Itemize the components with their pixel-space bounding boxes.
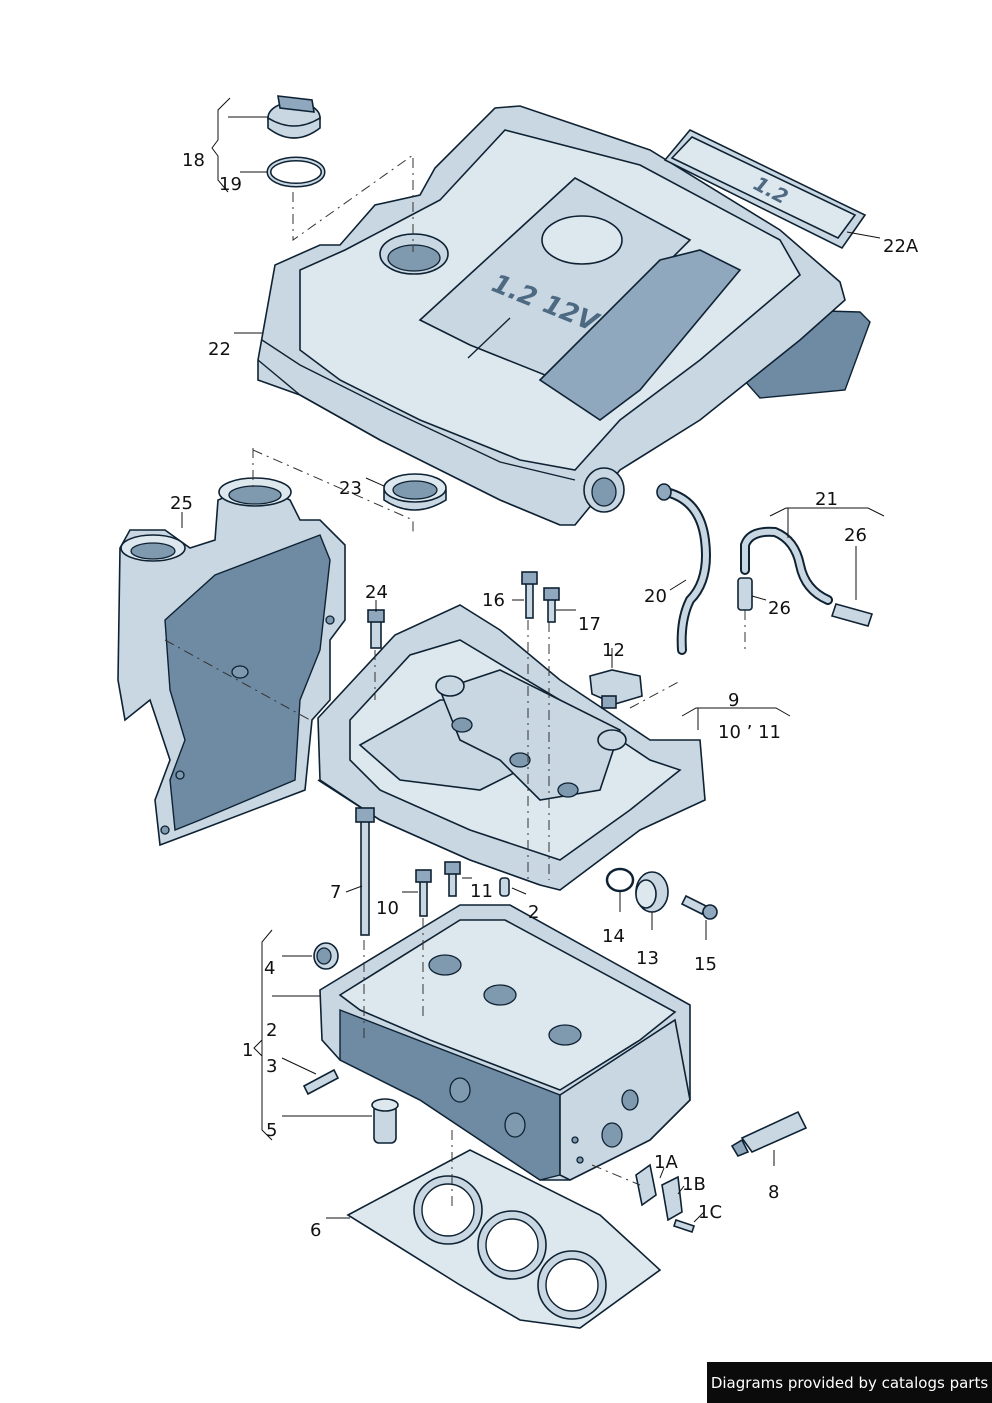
callout-26-mid: 26 [768, 598, 791, 619]
end-cap[interactable] [635, 871, 669, 913]
bolt-1c[interactable] [672, 1218, 696, 1234]
callout-2-head: 2 [266, 1020, 277, 1041]
callout-24: 24 [365, 582, 388, 603]
callout-3: 3 [266, 1056, 277, 1077]
callout-labels: 18 19 22 22A 23 25 24 16 17 12 20 21 26 … [170, 150, 919, 1241]
guide-sleeve[interactable] [371, 1098, 399, 1144]
bolt-15[interactable] [680, 894, 718, 920]
sealing-plug[interactable] [313, 942, 339, 970]
callout-9: 9 [728, 690, 739, 711]
leader-lines [181, 97, 885, 1223]
callout-22a: 22A [883, 236, 919, 257]
stud-bolt[interactable] [302, 1068, 340, 1096]
watermark-banner: Diagrams provided by catalogs parts [707, 1362, 992, 1403]
callout-23: 23 [339, 478, 362, 499]
cylinder-head[interactable] [319, 904, 691, 1181]
callout-22: 22 [208, 339, 231, 360]
callout-7: 7 [330, 882, 341, 903]
hose-sleeve-26a[interactable] [737, 577, 753, 611]
callout-25: 25 [170, 493, 193, 514]
cover-trim-strip[interactable]: 1.2 [663, 129, 867, 250]
timing-cover-housing[interactable] [117, 477, 346, 847]
callout-1a: 1A [654, 1152, 678, 1173]
callout-15: 15 [694, 954, 717, 975]
callout-12: 12 [602, 640, 625, 661]
bolt-16[interactable] [521, 571, 538, 619]
gasket-1b[interactable] [661, 1175, 683, 1222]
sealant-tube[interactable] [730, 1110, 808, 1157]
callout-20: 20 [644, 586, 667, 607]
o-ring[interactable] [605, 867, 635, 893]
callout-19: 19 [219, 174, 242, 195]
cylinder-head-bolt[interactable] [355, 807, 375, 936]
camshaft-housing[interactable] [317, 604, 706, 891]
callout-6: 6 [310, 1220, 321, 1241]
hose-sleeve-26b[interactable] [830, 603, 874, 627]
oil-filler-cap[interactable] [267, 95, 321, 139]
callout-17: 17 [578, 614, 601, 635]
callout-1c: 1C [698, 1202, 722, 1223]
callout-5: 5 [266, 1120, 277, 1141]
engine-cover[interactable]: 1.2 12V [257, 105, 871, 526]
breather-hose-21[interactable] [740, 526, 833, 605]
alignment-lines [164, 154, 746, 1210]
callout-14: 14 [602, 926, 625, 947]
cover-plate[interactable] [635, 1163, 657, 1207]
breather-hose-20[interactable] [656, 483, 711, 655]
bolt-11[interactable] [444, 861, 461, 897]
callout-11: 11 [470, 881, 493, 902]
callout-13: 13 [636, 948, 659, 969]
camshaft-position-sensor[interactable] [589, 669, 643, 709]
bolt-17[interactable] [543, 587, 560, 623]
cylinder-head-gasket[interactable] [346, 1149, 662, 1329]
callout-1b: 1B [682, 1174, 706, 1195]
callout-8: 8 [768, 1182, 779, 1203]
callout-18: 18 [182, 150, 205, 171]
dowel-pin[interactable] [499, 877, 510, 897]
callout-10-11: 10 ’ 11 [718, 722, 781, 743]
callout-2-pin: 2 [528, 902, 539, 923]
callout-26-top: 26 [844, 525, 867, 546]
temperature-sender[interactable] [367, 609, 385, 649]
callout-16: 16 [482, 590, 505, 611]
cover-seal-ring[interactable] [383, 473, 447, 511]
bolt-10[interactable] [415, 869, 432, 917]
callout-1: 1 [242, 1040, 253, 1061]
callout-21: 21 [815, 489, 838, 510]
callout-10: 10 [376, 898, 399, 919]
filler-cap-seal[interactable] [266, 156, 326, 188]
callout-4: 4 [264, 958, 275, 979]
